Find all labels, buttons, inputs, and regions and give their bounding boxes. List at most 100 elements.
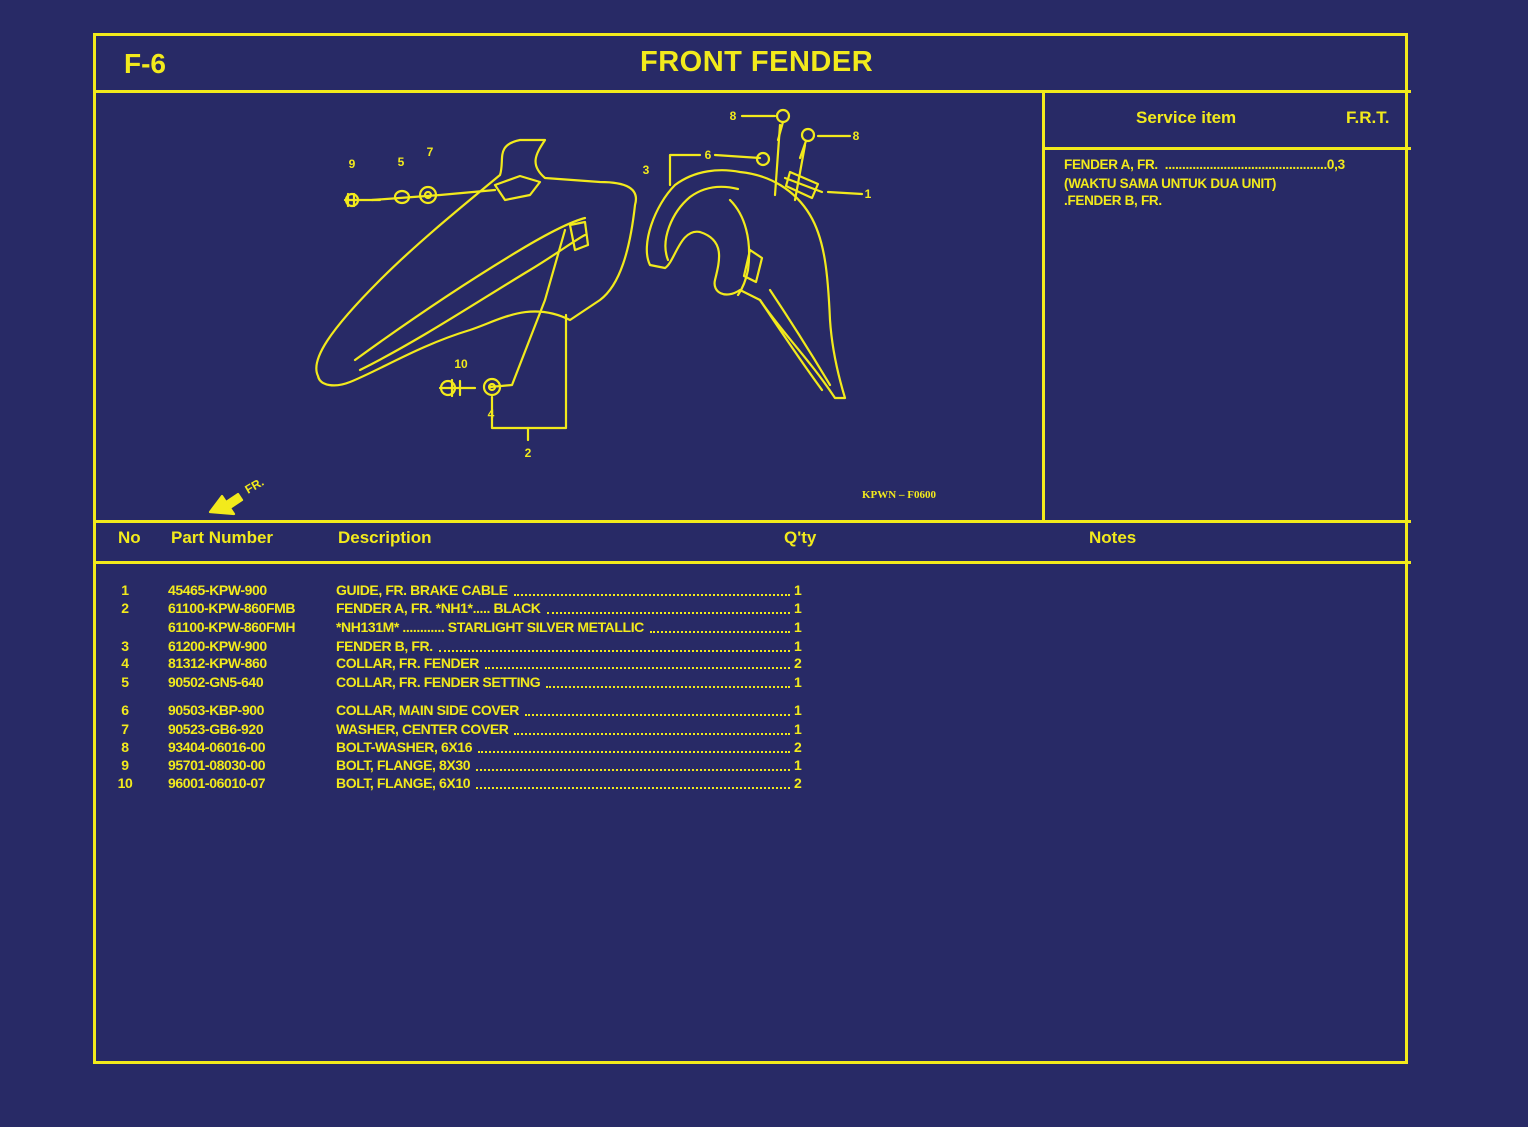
- dot-leader: [525, 714, 790, 716]
- page-code: F-6: [124, 48, 166, 79]
- row-description: BOLT, FLANGE, 8X30: [336, 757, 471, 773]
- row-part-number: 45465-KPW-900: [168, 582, 267, 598]
- row-part-number: 90523-GB6-920: [168, 721, 264, 737]
- table-row: 6 90503-KBP-900 COLLAR, MAIN SIDE COVER …: [0, 702, 1528, 720]
- callout-9: 9: [349, 157, 356, 171]
- fr-arrow-icon: [208, 492, 244, 516]
- row-qty: 1: [794, 619, 802, 635]
- diagram-table-divider: [93, 520, 1411, 523]
- table-row: 5 90502-GN5-640 COLLAR, FR. FENDER SETTI…: [0, 674, 1528, 692]
- bolt-8-shaft: [776, 120, 785, 142]
- col-qty: Q'ty: [784, 528, 817, 547]
- leader-line: [826, 190, 864, 196]
- row-qty: 2: [794, 739, 802, 755]
- row-no: 7: [121, 721, 129, 737]
- leader-line: [490, 313, 568, 430]
- row-description: WASHER, CENTER COVER: [336, 721, 509, 737]
- callout-1: 1: [865, 187, 872, 201]
- row-qty: 1: [794, 721, 802, 737]
- bolt-10-shaft: [438, 378, 477, 398]
- table-row: 2 61100-KPW-860FMB FENDER A, FR. *NH1*..…: [0, 600, 1528, 618]
- bolt-8-right: [800, 127, 816, 143]
- row-no: 6: [121, 702, 129, 718]
- callout-8: 8: [730, 109, 737, 123]
- fender-b-inner: [728, 198, 751, 297]
- leader-line: [668, 153, 702, 187]
- fender-a-clip: [568, 220, 590, 252]
- frt-header: F.R.T.: [1346, 108, 1390, 127]
- callout-3: 3: [643, 163, 650, 177]
- service-line: (WAKTU SAMA UNTUK DUA UNIT): [1064, 176, 1277, 191]
- row-part-number: 90503-KBP-900: [168, 702, 264, 718]
- service-head-divider: [1044, 147, 1411, 150]
- parts-diagram: 9 5 7 8 8 6 3 1 10 4 2 FR.: [208, 108, 872, 516]
- header-divider: [93, 90, 1411, 93]
- row-no: 2: [121, 600, 129, 616]
- table-row: 8 93404-06016-00 BOLT-WASHER, 6X16 2: [0, 739, 1528, 757]
- fender-b-inner: [768, 288, 832, 387]
- callout-4: 4: [488, 407, 495, 421]
- dot-leader: [547, 612, 790, 614]
- fender-b-inner: [758, 298, 824, 392]
- row-qty: 2: [794, 775, 802, 791]
- row-part-number: 81312-KPW-860: [168, 655, 267, 671]
- row-no: 3: [121, 638, 129, 654]
- dot-leader: [476, 769, 790, 771]
- row-description: BOLT, FLANGE, 6X10: [336, 775, 471, 791]
- row-description: COLLAR, FR. FENDER: [336, 655, 479, 671]
- dot-leader: [546, 686, 790, 688]
- fender-a-groove: [353, 216, 587, 362]
- row-qty: 1: [794, 757, 802, 773]
- callout-10: 10: [454, 357, 468, 371]
- row-description: COLLAR, MAIN SIDE COVER: [336, 702, 519, 718]
- row-description: FENDER A, FR. *NH1*..... BLACK: [336, 600, 541, 616]
- row-part-number: 96001-06010-07: [168, 775, 266, 791]
- callout-5: 5: [398, 155, 405, 169]
- fender-b-bracket: [742, 248, 764, 284]
- row-qty: 1: [794, 702, 802, 718]
- leader-line: [713, 153, 762, 160]
- page-frame: [93, 33, 1408, 1064]
- page-title: FRONT FENDER: [640, 46, 874, 78]
- row-no: 4: [121, 655, 129, 671]
- row-part-number: 90502-GN5-640: [168, 674, 264, 690]
- row-no: 1: [121, 582, 129, 598]
- dot-leader: [650, 631, 790, 633]
- row-description: *NH131M* ............ STARLIGHT SILVER M…: [336, 619, 644, 635]
- table-row: 3 61200-KPW-900 FENDER B, FR. 1: [0, 638, 1528, 656]
- fr-label: FR.: [243, 475, 267, 497]
- table-row: 4 81312-KPW-860 COLLAR, FR. FENDER 2: [0, 655, 1528, 673]
- row-no: 10: [117, 775, 133, 791]
- bolt-8-shaft: [798, 139, 808, 160]
- table-row: 10 96001-06010-07 BOLT, FLANGE, 6X10 2: [0, 775, 1528, 793]
- row-qty: 1: [794, 600, 802, 616]
- bolt-9: [343, 192, 382, 208]
- callout-8: 8: [853, 129, 860, 143]
- col-description: Description: [338, 528, 432, 547]
- collar-4: [482, 377, 502, 397]
- row-description: COLLAR, FR. FENDER SETTING: [336, 674, 541, 690]
- col-part-number: Part Number: [171, 528, 274, 547]
- row-description: FENDER B, FR.: [336, 638, 433, 654]
- dot-leader: [514, 733, 790, 735]
- diagram-ref-code: KPWN – F0600: [862, 489, 936, 501]
- washer-7: [418, 185, 438, 205]
- fender-a-top-bracket: [493, 174, 542, 202]
- row-qty: 2: [794, 655, 802, 671]
- row-part-number: 93404-06016-00: [168, 739, 266, 755]
- dot-leader: [485, 667, 790, 669]
- service-line: FENDER A, FR. ..........................…: [1064, 157, 1345, 172]
- row-qty: 1: [794, 582, 802, 598]
- service-line: .FENDER B, FR.: [1064, 193, 1162, 208]
- row-description: BOLT-WASHER, 6X16: [336, 739, 473, 755]
- washer-7-hole: [423, 190, 433, 200]
- table-row: 1 45465-KPW-900 GUIDE, FR. BRAKE CABLE 1: [0, 582, 1528, 600]
- row-part-number: 61100-KPW-860FMB: [168, 600, 296, 616]
- fender-b-inner: [664, 185, 740, 262]
- row-part-number: 61100-KPW-860FMH: [168, 619, 296, 635]
- table-row: 9 95701-08030-00 BOLT, FLANGE, 8X30 1: [0, 757, 1528, 775]
- row-qty: 1: [794, 638, 802, 654]
- collar-4-hole: [487, 382, 497, 392]
- service-item-header: Service item: [1136, 108, 1237, 127]
- row-qty: 1: [794, 674, 802, 690]
